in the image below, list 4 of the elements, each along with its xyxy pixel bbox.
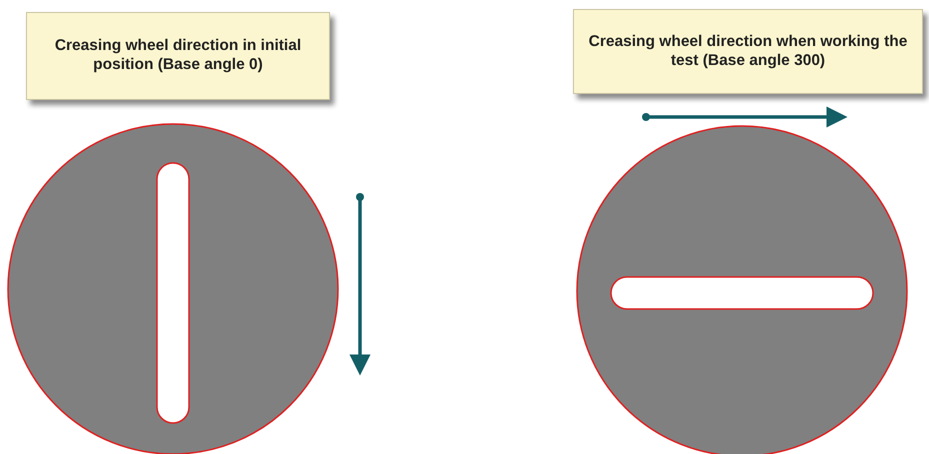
text-box xyxy=(573,9,923,94)
text-box xyxy=(26,12,330,100)
box-heading: Creasing wheel direction when working the test (Base angle 300) xyxy=(588,32,908,70)
box-heading: Creasing wheel direction in initial position (Base angle 0) xyxy=(54,37,302,75)
